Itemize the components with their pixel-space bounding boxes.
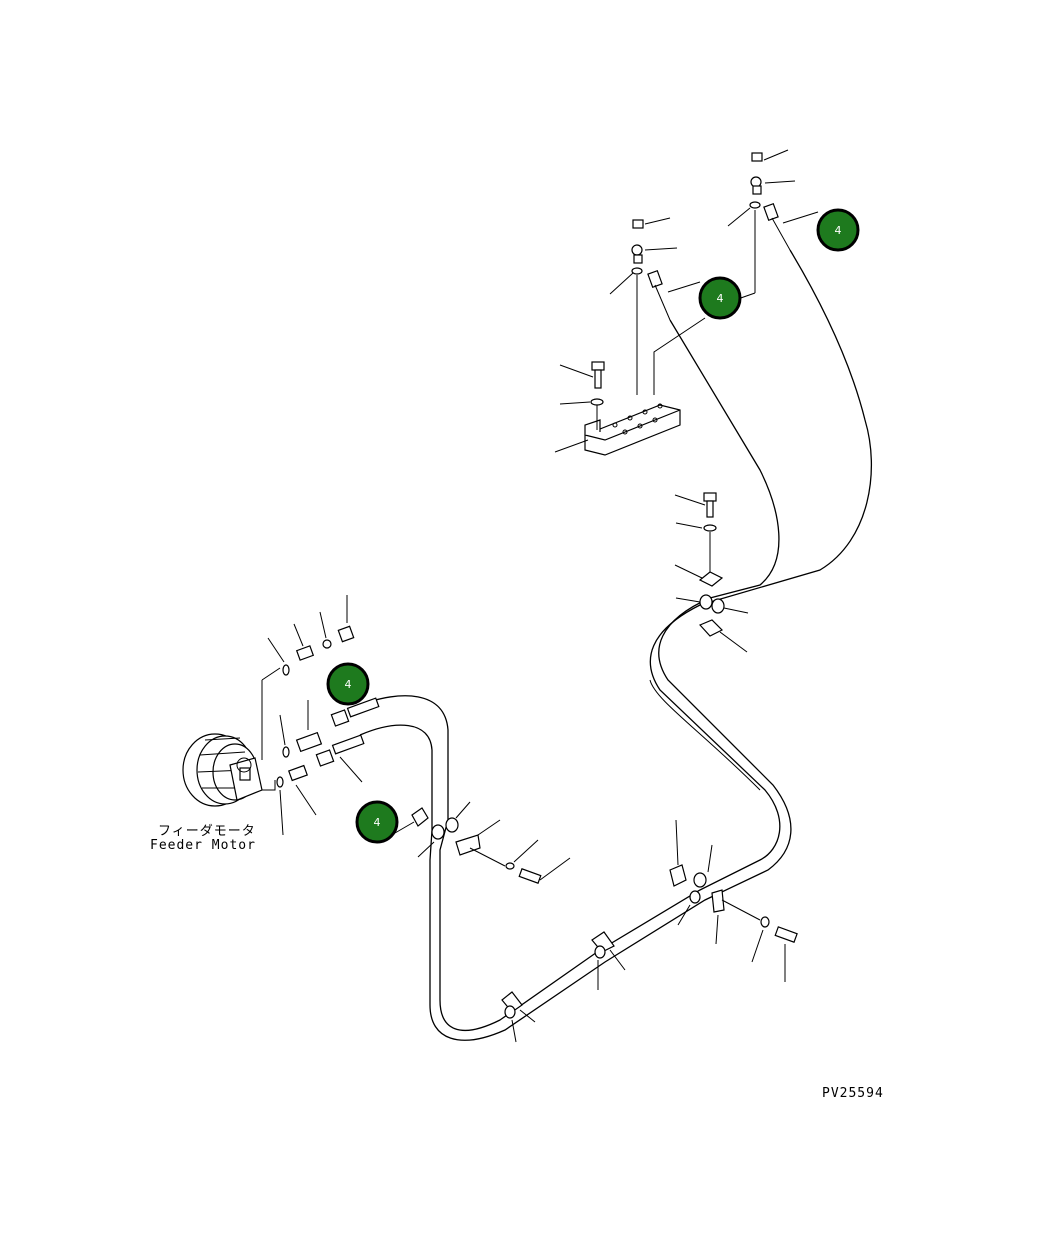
callout-4-text: 4 <box>374 816 381 829</box>
callout-1-text: 4 <box>835 224 842 237</box>
middle-clamp <box>674 492 749 653</box>
feeder-motor <box>182 667 281 807</box>
upper-fittings-left <box>609 217 701 395</box>
callout-2: 4 <box>698 276 742 320</box>
drawing-number: PV25594 <box>822 1086 884 1101</box>
callout-1: 4 <box>816 208 860 252</box>
motor-fittings <box>267 595 380 836</box>
callout-3-text: 4 <box>345 678 352 691</box>
hose-assembly <box>359 249 873 1041</box>
mounting-bracket <box>554 403 681 456</box>
bottom-clamps <box>501 819 798 1043</box>
bracket-bolt <box>559 361 605 430</box>
callout-2-text: 4 <box>717 292 724 305</box>
feeder-motor-label-jp: フィーダモータ <box>158 824 256 839</box>
callout-3: 4 <box>326 662 370 706</box>
callout-4: 4 <box>355 800 399 844</box>
lower-left-clamp <box>394 801 571 884</box>
feeder-motor-label-en: Feeder Motor <box>150 838 256 853</box>
upper-fittings-right <box>727 149 819 301</box>
